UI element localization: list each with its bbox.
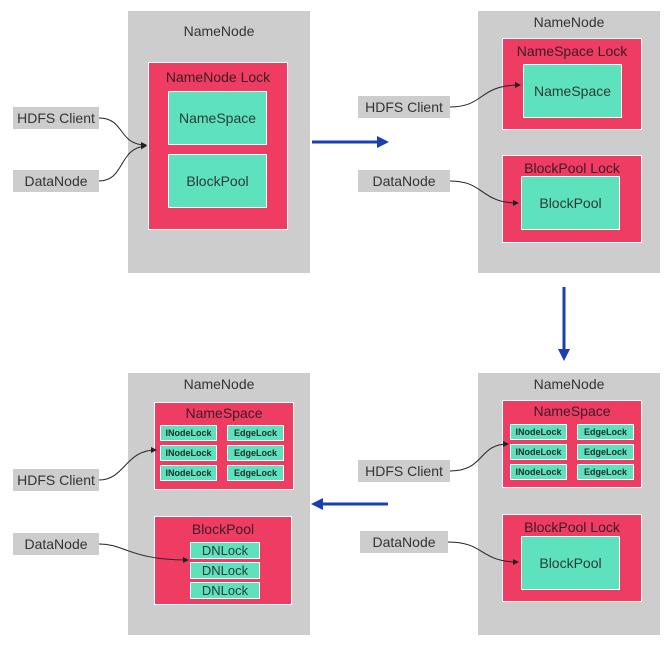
- namenode-lock-title: NameNode Lock: [165, 69, 271, 85]
- hdfs-client-label: HDFS Client: [358, 460, 450, 482]
- connector-hdfs-client: [449, 82, 521, 108]
- blockpool-lock-title: BlockPool: [191, 521, 255, 537]
- dn-lock-box: DNLock: [190, 562, 260, 579]
- edge-lock-box: EdgeLock: [577, 424, 634, 440]
- edge-lock-box: EdgeLock: [227, 425, 284, 441]
- datanode-label: DataNode: [360, 531, 448, 553]
- namenode-title: NameNode: [183, 376, 255, 392]
- blockpool-lock-box: BlockPool: [154, 516, 292, 605]
- inode-lock-box: INodeLock: [160, 425, 217, 441]
- edge-lock-box: EdgeLock: [227, 465, 284, 481]
- hdfs-client-label: HDFS Client: [13, 469, 99, 491]
- connector-datanode: [447, 541, 519, 565]
- edge-lock-box: EdgeLock: [227, 445, 284, 461]
- blockpool-lock-title: BlockPool Lock: [524, 519, 620, 535]
- connector-hdfs-client: [98, 117, 147, 148]
- inode-lock-box: INodeLock: [510, 424, 567, 440]
- connector-datanode: [449, 180, 519, 206]
- inode-lock-box: INodeLock: [160, 465, 217, 481]
- connector-datanode: [98, 543, 189, 563]
- dn-lock-box: DNLock: [190, 542, 260, 559]
- inode-lock-box: INodeLock: [160, 445, 217, 461]
- namenode-title: NameNode: [533, 14, 605, 30]
- datanode-label: DataNode: [358, 170, 450, 192]
- dn-lock-box: DNLock: [190, 582, 260, 599]
- namespace-box: NameSpace: [168, 91, 267, 145]
- namespace-lock-title: NameSpace: [533, 403, 611, 419]
- blockpool-box: BlockPool: [521, 536, 620, 590]
- inode-lock-box: INodeLock: [510, 444, 567, 460]
- blockpool-box: BlockPool: [521, 176, 620, 230]
- namespace-box: NameSpace: [523, 64, 622, 118]
- namespace-lock-title: NameSpace Lock: [516, 43, 628, 59]
- edge-lock-box: EdgeLock: [577, 444, 634, 460]
- datanode-label: DataNode: [13, 170, 99, 192]
- hdfs-client-label: HDFS Client: [13, 107, 99, 129]
- blockpool-lock-title: BlockPool Lock: [524, 160, 620, 176]
- inode-lock-box: INodeLock: [510, 464, 567, 480]
- connector-datanode: [98, 143, 147, 182]
- namenode-title: NameNode: [183, 23, 255, 39]
- datanode-label: DataNode: [13, 533, 99, 555]
- edge-lock-box: EdgeLock: [577, 464, 634, 480]
- namenode-title: NameNode: [533, 376, 605, 392]
- connector-hdfs-client: [449, 441, 509, 472]
- blockpool-box: BlockPool: [168, 154, 267, 208]
- namespace-lock-title: NameSpace: [185, 405, 263, 421]
- hdfs-client-label: HDFS Client: [358, 96, 450, 118]
- connector-hdfs-client: [98, 447, 157, 481]
